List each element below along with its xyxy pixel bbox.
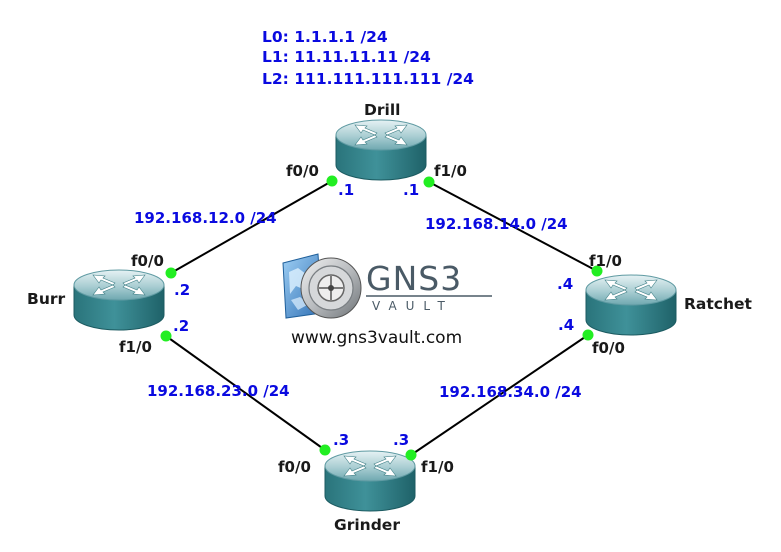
host-id-burr-bottom: .2 xyxy=(173,317,189,335)
loopback-label-l1: L1: 11.11.11.11 /24 xyxy=(262,48,431,66)
port-drill-f10[interactable] xyxy=(423,176,435,188)
loopback-label-l2: L2: 111.111.111.111 /24 xyxy=(262,70,474,88)
host-id-drill-right: .1 xyxy=(403,181,419,199)
interface-label-ratchet-f10: f1/0 xyxy=(589,252,622,270)
subnet-label-ratchet-grinder: 192.168.34.0 /24 xyxy=(439,383,582,401)
link-burr-grinder[interactable] xyxy=(165,335,326,451)
host-id-ratchet-top: .4 xyxy=(557,275,573,293)
port-drill-f00[interactable] xyxy=(326,175,338,187)
host-id-grinder-right: .3 xyxy=(393,431,409,449)
logo-gns-text: GNS3 xyxy=(366,259,462,298)
router-burr[interactable] xyxy=(73,269,165,331)
interface-label-burr-f00: f0/0 xyxy=(131,252,164,270)
vault-door-icon xyxy=(300,257,362,319)
subnet-label-drill-ratchet: 192.168.14.0 /24 xyxy=(425,215,568,233)
subnet-label-drill-burr: 192.168.12.0 /24 xyxy=(134,209,277,227)
link-drill-burr[interactable] xyxy=(170,180,333,274)
link-drill-ratchet[interactable] xyxy=(428,181,598,272)
loopback-label-l0: L0: 1.1.1.1 /24 xyxy=(262,28,388,46)
port-dots xyxy=(160,175,603,461)
interface-label-drill-f10: f1/0 xyxy=(434,162,467,180)
logo-url-text[interactable]: www.gns3vault.com xyxy=(291,328,462,348)
host-id-ratchet-bottom: .4 xyxy=(558,316,574,334)
host-id-grinder-left: .3 xyxy=(333,431,349,449)
port-grinder-f00[interactable] xyxy=(319,444,331,456)
subnet-label-burr-grinder: 192.168.23.0 /24 xyxy=(147,382,290,400)
interface-label-drill-f00: f0/0 xyxy=(286,162,319,180)
port-ratchet-f00[interactable] xyxy=(582,329,594,341)
port-ratchet-f10[interactable] xyxy=(591,265,603,277)
interface-label-ratchet-f00: f0/0 xyxy=(592,339,625,357)
router-drill[interactable] xyxy=(335,119,427,181)
gns3-vault-logo: GNS3 VAULT www.gns3vault.com xyxy=(282,253,492,348)
links xyxy=(165,180,598,456)
interface-label-grinder-f10: f1/0 xyxy=(421,458,454,476)
router-grinder[interactable] xyxy=(324,450,416,512)
router-ratchet[interactable] xyxy=(585,274,677,336)
router-name-drill: Drill xyxy=(364,101,400,119)
interface-label-burr-f10: f1/0 xyxy=(119,338,152,356)
router-name-ratchet: Ratchet xyxy=(684,295,753,313)
host-id-burr-top: .2 xyxy=(174,281,190,299)
router-name-burr: Burr xyxy=(27,290,65,308)
interface-label-grinder-f00: f0/0 xyxy=(278,458,311,476)
port-burr-f10[interactable] xyxy=(160,330,172,342)
link-ratchet-grinder[interactable] xyxy=(410,334,589,456)
port-grinder-f10[interactable] xyxy=(405,449,417,461)
port-burr-f00[interactable] xyxy=(165,267,177,279)
router-name-grinder: Grinder xyxy=(334,516,400,534)
host-id-drill-left: .1 xyxy=(338,181,354,199)
logo-vault-text: VAULT xyxy=(372,299,454,313)
